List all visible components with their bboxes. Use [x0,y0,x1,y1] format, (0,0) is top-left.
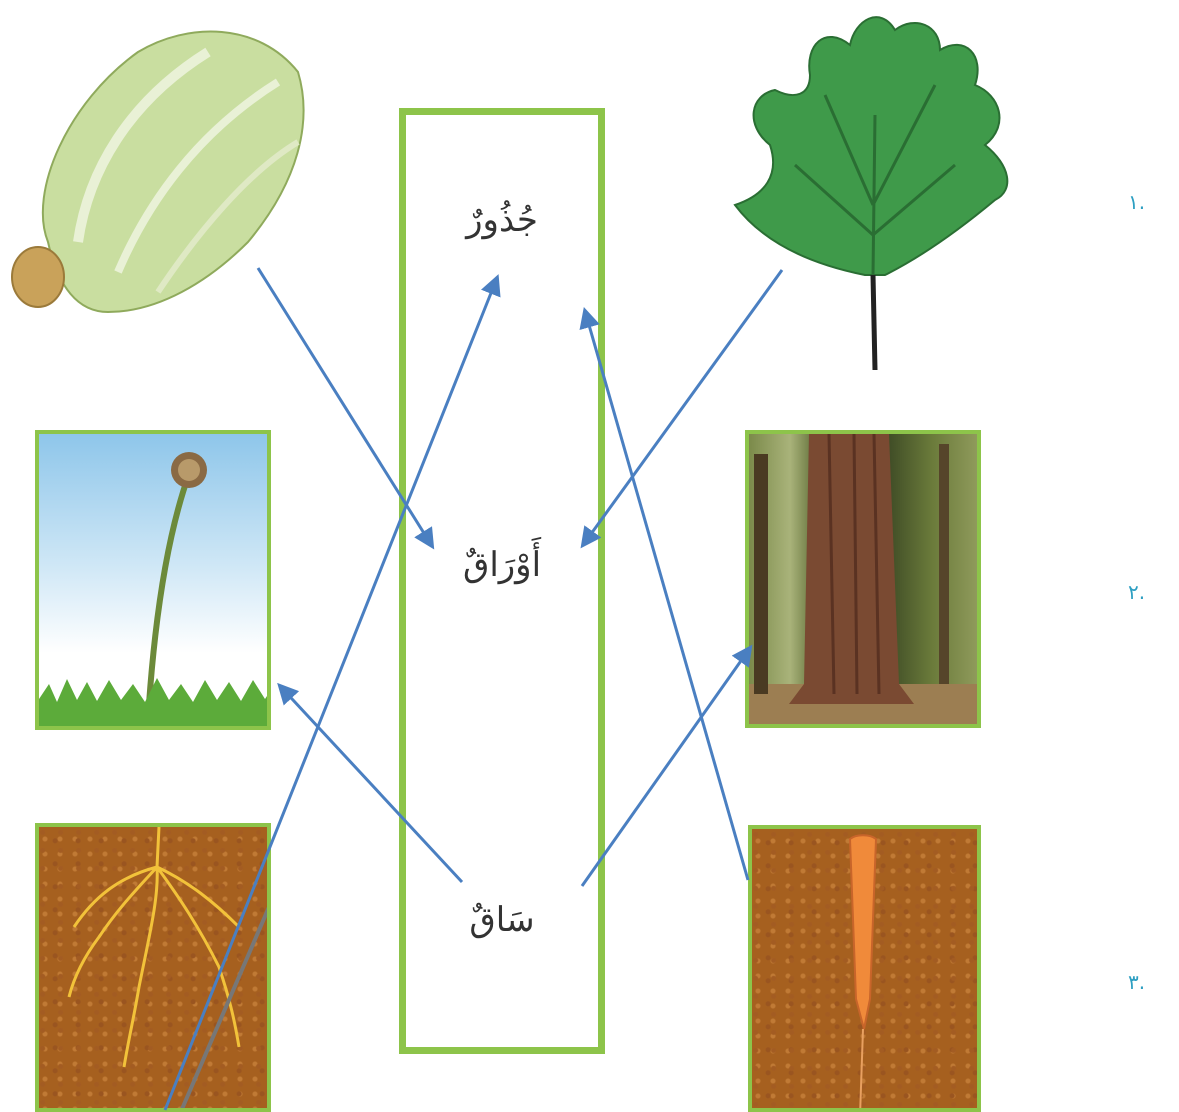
arrow-carrot-to-roots [585,311,748,880]
arrow-stem-to-trunk [582,648,750,886]
arrow-stem-to-dandelion [280,686,462,882]
arrow-roots-to-roots [165,278,497,1110]
